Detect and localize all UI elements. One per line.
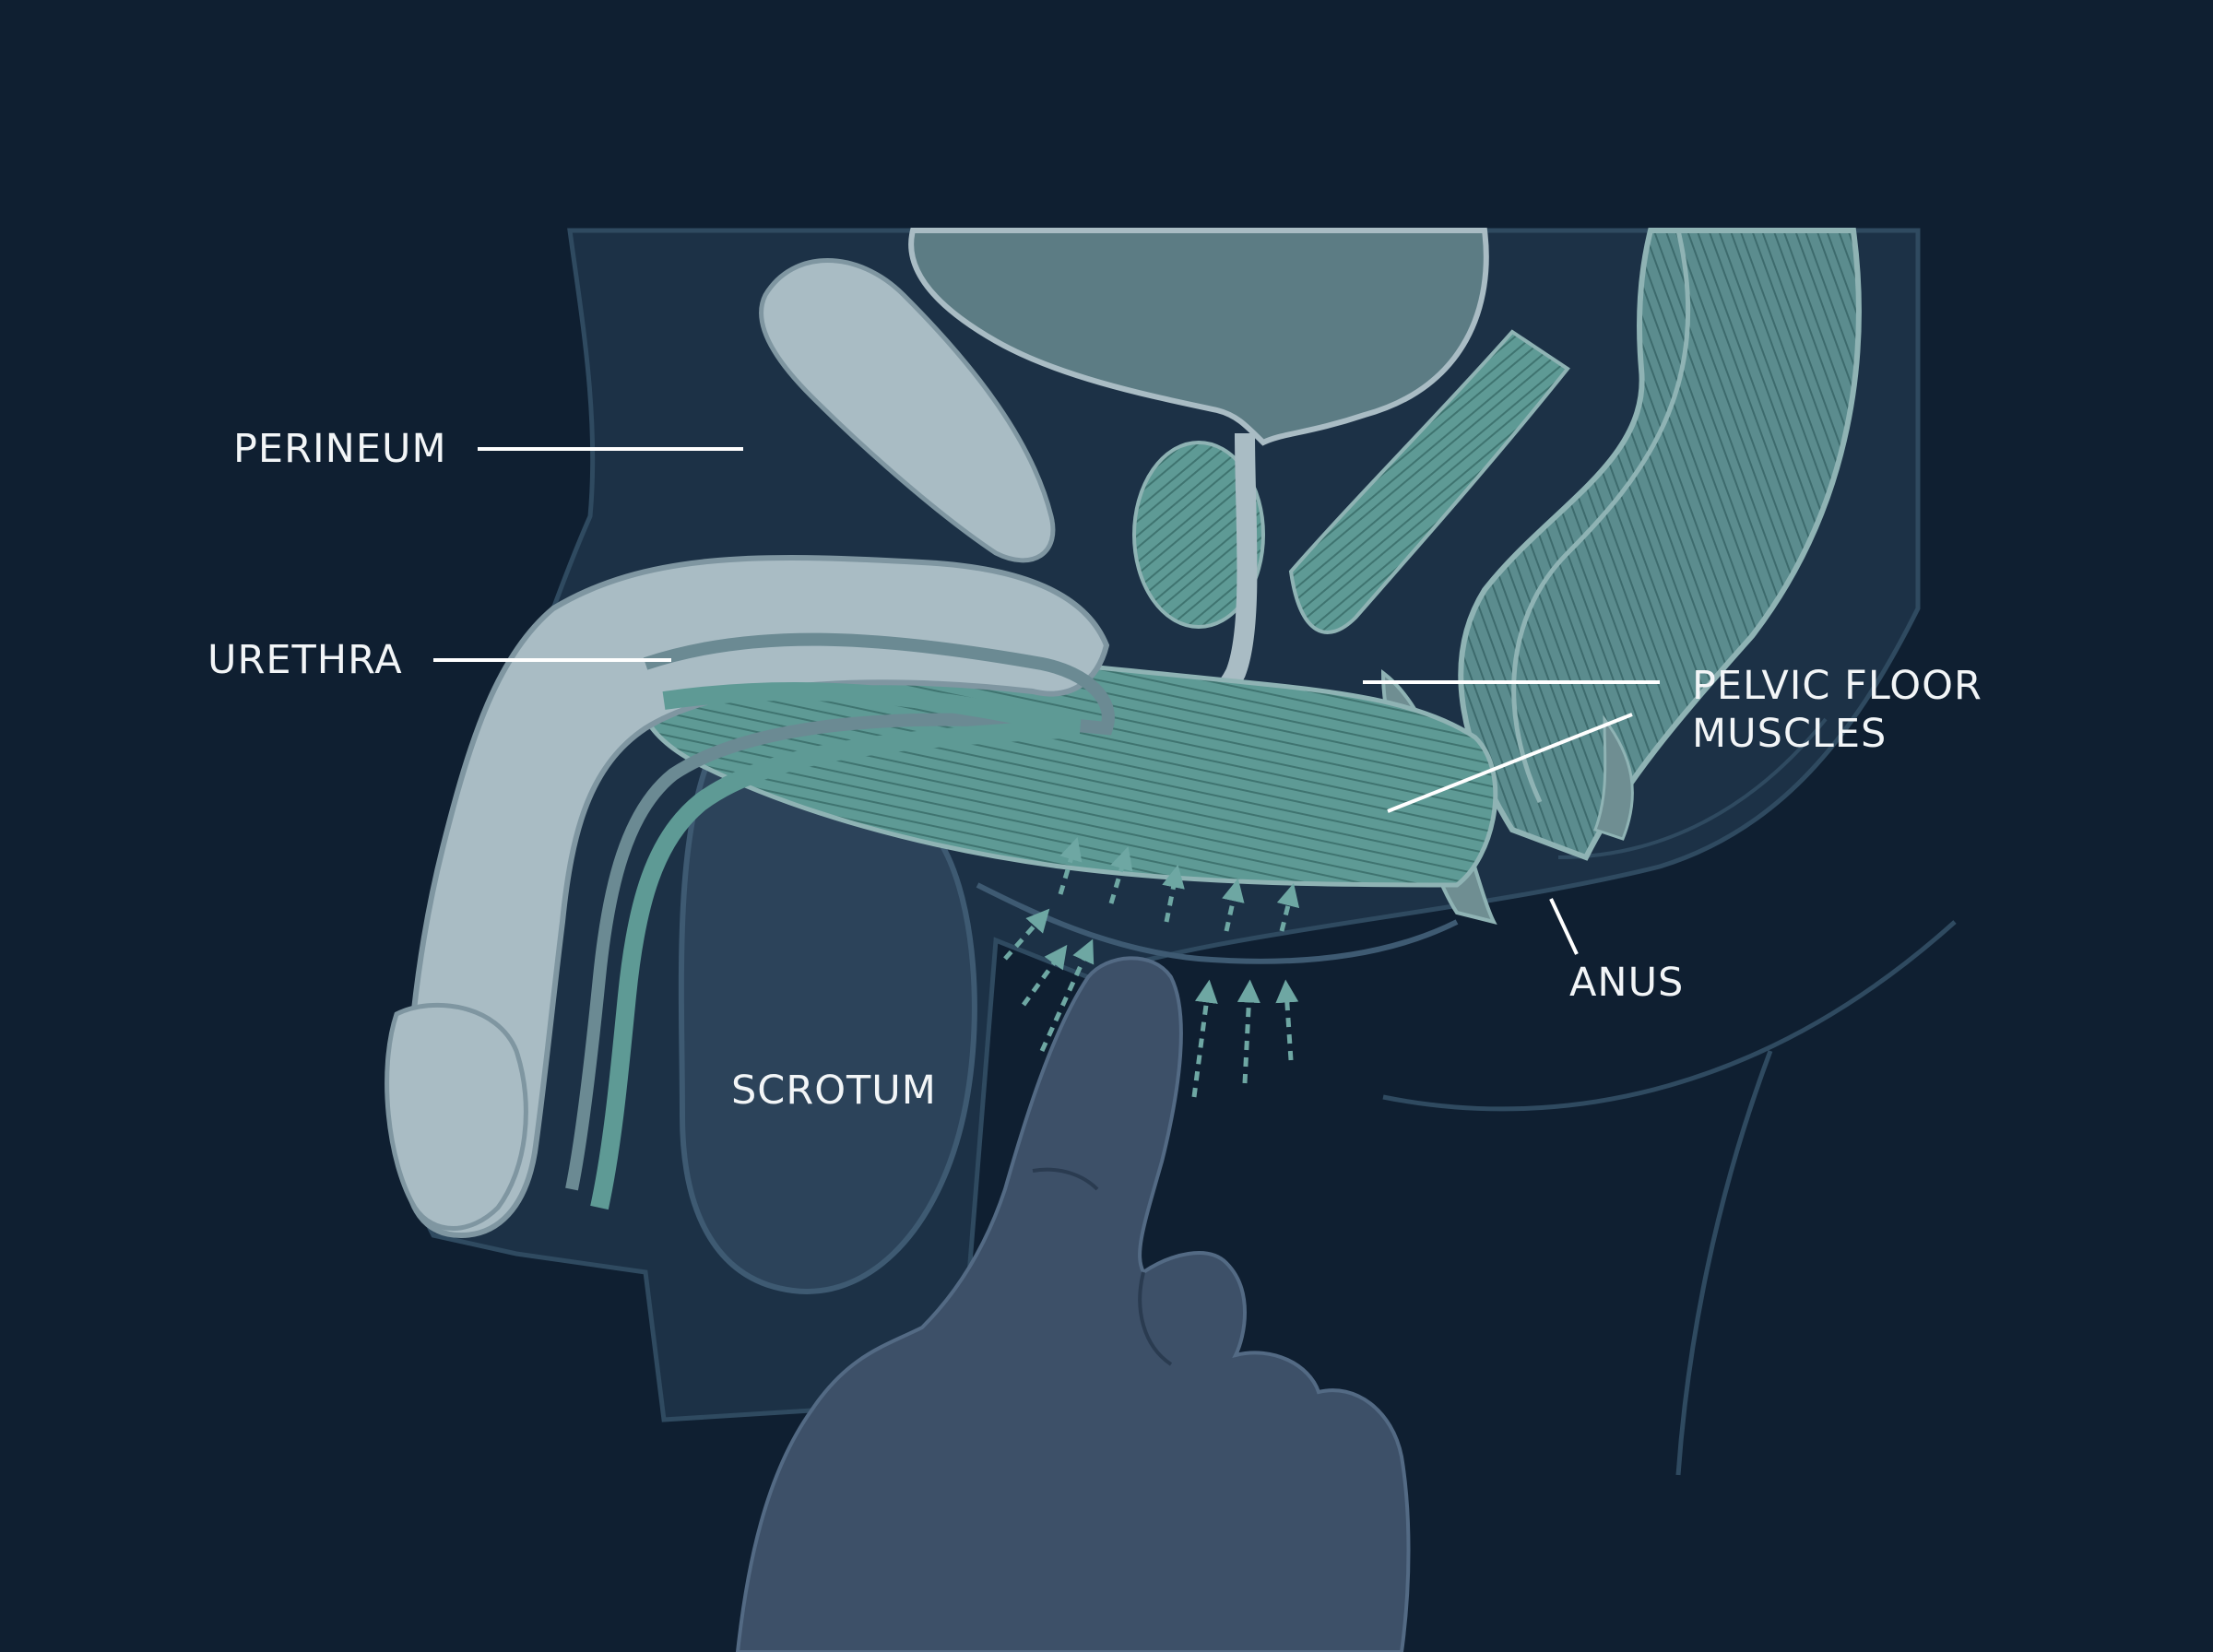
finger-hand-icon [735,956,1411,1652]
pelvic-muscle-diagonal [1288,329,1570,634]
pelvic-floor-muscle-band [636,649,1498,888]
buttock-contour [1557,717,1828,859]
rectum-wall [1511,230,1691,804]
anal-sphincter-right [1593,714,1634,841]
thigh-contour-lower [1675,1050,1773,1476]
urethra-layer [565,632,1115,1191]
label-anus: ANUS [1569,960,1685,1006]
label-pelvic-floor-muscles: PELVIC FLOOR MUSCLES [1692,662,1982,758]
pressure-arrow [1222,878,1245,932]
label-urethra: URETHRA [207,637,403,683]
pressure-arrow [1162,864,1185,923]
pressure-arrows [1003,837,1300,1098]
finger-knuckle-line [1032,1167,1099,1191]
pressure-arrow [1058,837,1083,895]
label-perineum: PERINEUM [233,426,447,472]
pressure-arrow [1108,846,1133,904]
leader-line-pelvic-floor-lower [1387,713,1633,813]
label-scrotum: SCROTUM [731,1068,937,1114]
label-pelvic-floor-line2: MUSCLES [1692,711,1888,757]
pressure-arrow [1275,979,1299,1061]
glans [385,1002,528,1231]
finger-crease-line [1138,1271,1173,1366]
pressure-arrow [1237,979,1260,1084]
pressure-arrow [1191,979,1218,1098]
leader-line-anus [1549,898,1579,955]
pressure-arrow [1039,938,1095,1053]
label-pelvic-floor-line1: PELVIC FLOOR [1692,663,1982,709]
urethra-inner-tube [590,682,1082,1210]
bladder [908,228,1489,446]
pressure-arrow [1021,944,1068,1007]
pubic-bone [759,258,1056,563]
thigh-contour [1382,920,1957,1112]
pressure-arrow [1276,882,1300,932]
prostate [1132,441,1265,629]
